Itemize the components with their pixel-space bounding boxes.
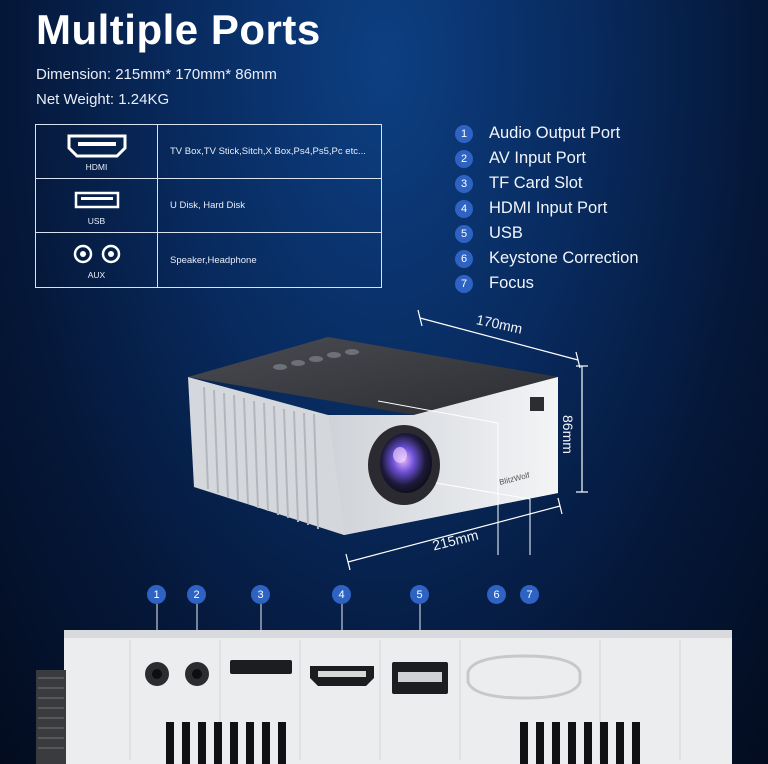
legend-item: 4 HDMI Input Port [455, 196, 639, 221]
legend-label: Keystone Correction [489, 249, 639, 267]
vga-port [466, 654, 582, 700]
legend-item: 3 TF Card Slot [455, 171, 639, 196]
page-title: Multiple Ports [36, 6, 321, 53]
callout-5: 5 [410, 585, 429, 604]
height-dimension: 86mm [560, 415, 576, 454]
legend-item: 2 AV Input Port [455, 146, 639, 171]
projector-top [188, 337, 558, 415]
port-devices: Speaker,Headphone [170, 254, 257, 266]
callout-6: 6 [487, 585, 506, 604]
lens-icon [380, 433, 432, 493]
legend-item: 1 Audio Output Port [455, 121, 639, 146]
port-name: HDMI [85, 162, 108, 172]
callout-7: 7 [520, 585, 539, 604]
callout-3: 3 [251, 585, 270, 604]
tf-card-slot [230, 660, 292, 674]
legend-number: 1 [455, 124, 473, 143]
projector-image: BlitzWolf [188, 337, 558, 555]
legend-number: 3 [455, 174, 473, 193]
port-name: AUX [87, 270, 106, 280]
legend-label: USB [489, 224, 523, 242]
legend-label: TF Card Slot [489, 174, 583, 192]
legend-label: Focus [489, 274, 534, 292]
legend-label: Audio Output Port [489, 124, 621, 142]
legend-number: 7 [455, 274, 473, 293]
legend-item: 5 USB [455, 221, 639, 246]
panel-vents [166, 722, 640, 764]
legend-number: 4 [455, 199, 473, 218]
dimension-spec: Dimension: 215mm* 170mm* 86mm [36, 66, 277, 83]
legend-label: AV Input Port [489, 149, 586, 167]
table-row: HDMI TV Box,TV Stick,Sitch,X Box,Ps4,Ps5… [36, 125, 381, 179]
panel-chassis [64, 630, 732, 764]
callout-4: 4 [332, 585, 351, 604]
weight-spec: Net Weight: 1.24KG [36, 91, 170, 108]
port-devices: U Disk, Hard Disk [170, 200, 245, 211]
aux-icon [73, 244, 121, 264]
back-panel-image [36, 604, 732, 764]
legend-number: 6 [455, 249, 473, 268]
ports-table: HDMI TV Box,TV Stick,Sitch,X Box,Ps4,Ps5… [35, 124, 382, 288]
callout-2: 2 [187, 585, 206, 604]
port-legend: 1 Audio Output Port 2 AV Input Port 3 TF Ca… [455, 121, 639, 296]
table-row: AUX Speaker,Headphone [36, 233, 381, 287]
legend-number: 2 [455, 149, 473, 168]
port-name: USB [87, 216, 106, 226]
port-icon-cell: AUX [36, 233, 158, 287]
legend-number: 5 [455, 224, 473, 243]
usb-icon [74, 191, 120, 209]
table-row: USB U Disk, Hard Disk [36, 179, 381, 233]
port-devices: TV Box,TV Stick,Sitch,X Box,Ps4,Ps5,Pc e… [170, 146, 366, 157]
hdmi-icon [67, 134, 127, 158]
port-icon-cell: HDMI [36, 125, 158, 178]
legend-item: 7 Focus [455, 271, 639, 296]
port-icon-cell: USB [36, 179, 158, 232]
legend-item: 6 Keystone Correction [455, 246, 639, 271]
callout-1: 1 [147, 585, 166, 604]
legend-label: HDMI Input Port [489, 199, 608, 217]
